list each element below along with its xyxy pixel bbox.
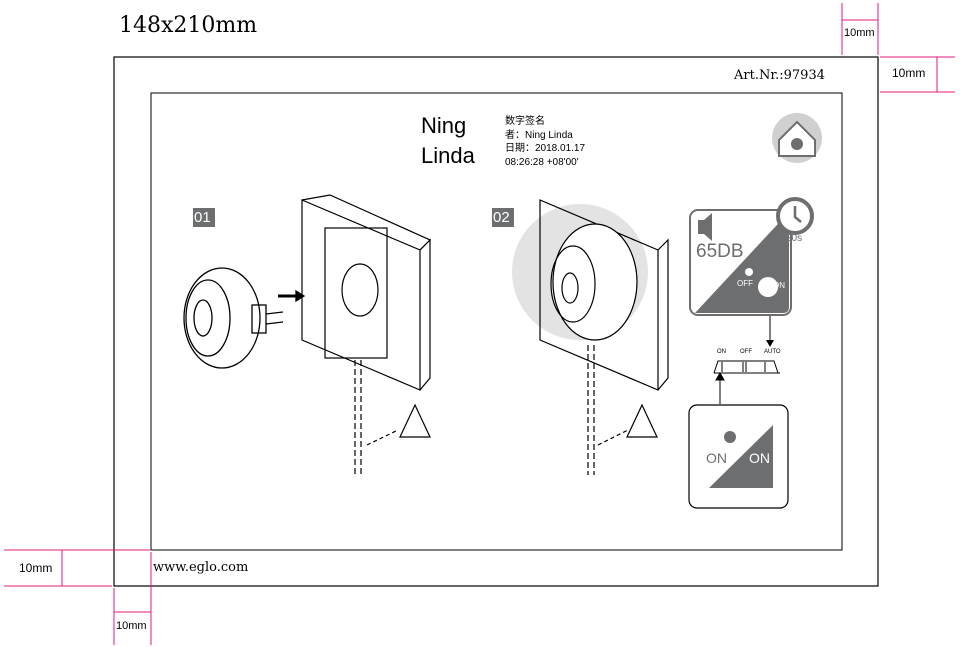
step-02-number: 02 xyxy=(493,209,510,226)
signature-date: 日期：2018.01.17 xyxy=(505,143,586,154)
mode-switch xyxy=(713,360,780,404)
step-01-badge xyxy=(193,208,215,227)
wall-socket-illustration-01 xyxy=(301,194,432,475)
article-number: Art.Nr.:97934 xyxy=(734,68,825,83)
moon-icon xyxy=(758,277,778,297)
speaker-icon xyxy=(698,213,712,241)
step-01-number: 01 xyxy=(194,209,211,226)
sun-icon xyxy=(724,431,736,443)
website-link[interactable]: www.eglo.com xyxy=(153,560,249,575)
dim-label-right: 10mm xyxy=(892,66,926,80)
feature-panel xyxy=(689,197,814,347)
night-light-illustration-01 xyxy=(183,267,306,369)
signature-name-2: Linda xyxy=(421,143,475,168)
dim-label-left: 10mm xyxy=(19,561,53,575)
signature-title: 数字签名 xyxy=(505,116,545,127)
house-night-icon xyxy=(772,113,822,163)
signature-time: 08:26:28 +08'00' xyxy=(505,156,579,168)
dimension-lines xyxy=(4,3,955,645)
timer-label: 20s xyxy=(786,233,803,244)
dim-label-top: 10mm xyxy=(844,27,875,39)
inner-frame xyxy=(150,92,843,551)
wall-socket-illustration-02 xyxy=(512,199,669,475)
sensor-on-label: ON xyxy=(773,281,785,290)
day-on-label: ON xyxy=(706,450,727,466)
night-on-label: ON xyxy=(749,450,770,466)
volume-label: 65DB xyxy=(696,241,744,262)
switch-off-label: OFF xyxy=(740,349,752,355)
outer-frame xyxy=(113,56,879,587)
dim-label-bottom: 10mm xyxy=(116,620,147,632)
switch-auto-label: AUTO xyxy=(764,349,781,355)
sun-icon xyxy=(745,268,753,276)
size-label: 148x210mm xyxy=(119,13,258,38)
switch-on-label: ON xyxy=(717,349,726,355)
sensor-off-label: OFF xyxy=(737,279,753,288)
signature-signer: 者：Ning Linda xyxy=(505,129,573,141)
signature-name-1: Ning xyxy=(421,113,467,138)
step-02-badge xyxy=(492,208,514,227)
mode-panel xyxy=(688,404,789,509)
signature-details: 数字签名 者：Ning Linda 日期：2018.01.17 08:26:28… xyxy=(505,115,585,169)
